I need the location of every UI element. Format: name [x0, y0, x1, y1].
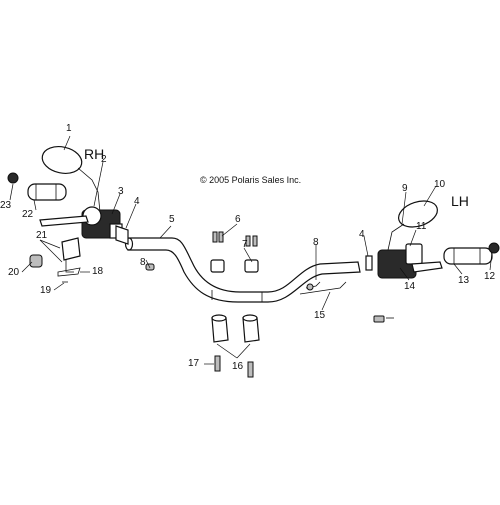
callout-23: 23: [0, 200, 12, 211]
callout-22: 22: [22, 209, 34, 220]
callout-5: 5: [169, 214, 175, 225]
lh-switch-housing: [377, 243, 423, 279]
riser-bushing-left: [214, 355, 221, 372]
callout-15: 15: [314, 310, 326, 321]
rh-grip: [27, 183, 67, 201]
lh-bolt: [305, 281, 321, 291]
lower-riser-left: [211, 314, 229, 343]
callout-12: 12: [484, 271, 496, 282]
callout-21: 21: [36, 230, 48, 241]
copyright-notice: © 2005 Polaris Sales Inc.: [200, 175, 302, 185]
callout-6: 6: [235, 214, 241, 225]
callout-8-rh: 8: [140, 257, 146, 268]
lh-screw: [373, 315, 394, 323]
lh-side-label: LH: [451, 193, 469, 209]
callout-16: 16: [232, 361, 244, 372]
upper-clamp-right: [244, 235, 259, 273]
rh-cable-clip: [29, 254, 43, 268]
rh-bolt: [145, 263, 155, 271]
callout-4-lh: 4: [359, 229, 365, 240]
rh-spring-plate: [57, 267, 81, 277]
callout-7: 7: [242, 239, 248, 250]
callout-9: 9: [402, 183, 408, 194]
lh-grip: [443, 247, 493, 265]
callout-17: 17: [188, 358, 200, 369]
callout-8-lh: 8: [313, 237, 319, 248]
callout-4-rh: 4: [134, 196, 140, 207]
rh-side-label: RH: [84, 146, 105, 162]
rh-bar-end-cap: [7, 172, 19, 184]
callout-10: 10: [434, 179, 446, 190]
lh-mirror: [387, 200, 438, 251]
riser-bushing-right: [247, 361, 254, 378]
callout-18: 18: [92, 266, 104, 277]
rh-switch-bracket: [61, 237, 81, 273]
lh-cable: [299, 281, 347, 295]
leader-lines: [9, 135, 493, 365]
callout-20: 20: [8, 267, 20, 278]
lh-lever: [411, 261, 443, 273]
callout-19: 19: [40, 285, 52, 296]
callout-13: 13: [458, 275, 470, 286]
callout-3: 3: [118, 186, 124, 197]
rh-mirror: [41, 146, 101, 213]
callout-14: 14: [404, 281, 416, 292]
rh-brake-lever: [39, 215, 89, 227]
callout-2: 2: [101, 154, 107, 165]
callout-1: 1: [66, 123, 72, 134]
lower-riser-right: [242, 314, 260, 343]
upper-clamp-left: [210, 231, 225, 273]
rh-gasket: [115, 225, 129, 245]
lh-spacer: [365, 255, 373, 271]
lh-bar-end-cap: [488, 242, 500, 254]
callout-11: 11: [416, 221, 427, 232]
